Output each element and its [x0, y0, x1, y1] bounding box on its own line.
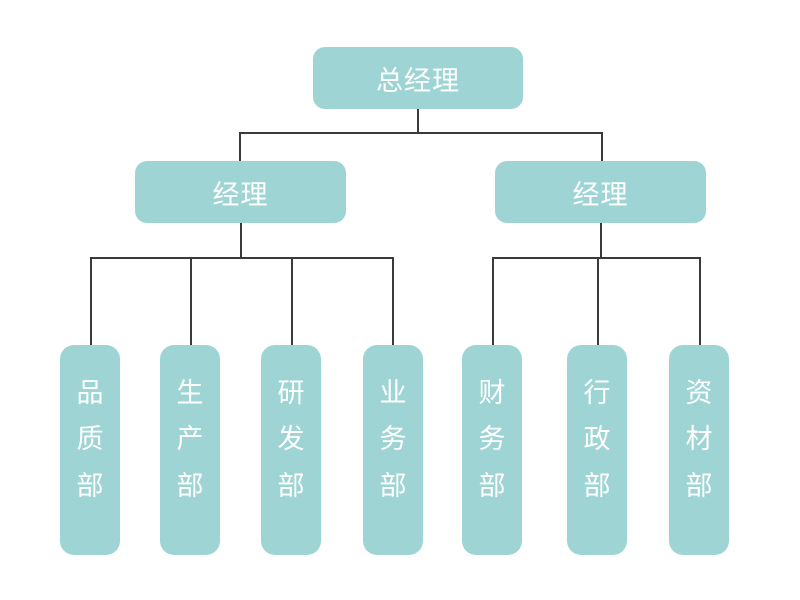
node-label: 经理: [212, 179, 269, 210]
node-label: 业 务 部: [379, 378, 407, 501]
node-label: 总经理: [376, 65, 460, 96]
node-label: 研 发 部: [277, 378, 305, 501]
node-manager-left[interactable]: 经理: [135, 161, 346, 223]
connector-to-dept-production: [190, 257, 192, 346]
connector-to-dept-business: [392, 257, 394, 346]
node-label: 行 政 部: [583, 378, 611, 501]
connector-manager-right-bar: [492, 257, 701, 259]
node-dept-business[interactable]: 业 务 部: [363, 345, 423, 555]
connector-to-dept-materials: [699, 257, 701, 346]
connector-root-to-manager-right: [601, 132, 603, 162]
connector-manager-left-bar: [90, 257, 394, 259]
node-label: 资 材 部: [685, 378, 713, 501]
node-label: 经理: [572, 179, 629, 210]
node-dept-administration[interactable]: 行 政 部: [567, 345, 627, 555]
connector-root-stem: [417, 109, 419, 133]
node-manager-right[interactable]: 经理: [495, 161, 706, 223]
connector-to-dept-finance: [492, 257, 494, 346]
node-general-manager[interactable]: 总经理: [313, 47, 523, 109]
connector-to-dept-rnd: [291, 257, 293, 346]
connector-manager-left-stem: [240, 223, 242, 258]
node-dept-materials[interactable]: 资 材 部: [669, 345, 729, 555]
connector-root-bar: [239, 132, 603, 134]
node-label: 品 质 部: [76, 378, 104, 501]
node-dept-finance[interactable]: 财 务 部: [462, 345, 522, 555]
node-dept-quality[interactable]: 品 质 部: [60, 345, 120, 555]
node-label: 生 产 部: [176, 378, 204, 501]
connector-to-dept-quality: [90, 257, 92, 346]
node-label: 财 务 部: [478, 378, 506, 501]
node-dept-production[interactable]: 生 产 部: [160, 345, 220, 555]
connector-root-to-manager-left: [239, 132, 241, 162]
node-dept-rnd[interactable]: 研 发 部: [261, 345, 321, 555]
connector-manager-right-stem: [600, 223, 602, 258]
connector-to-dept-administration: [597, 257, 599, 346]
